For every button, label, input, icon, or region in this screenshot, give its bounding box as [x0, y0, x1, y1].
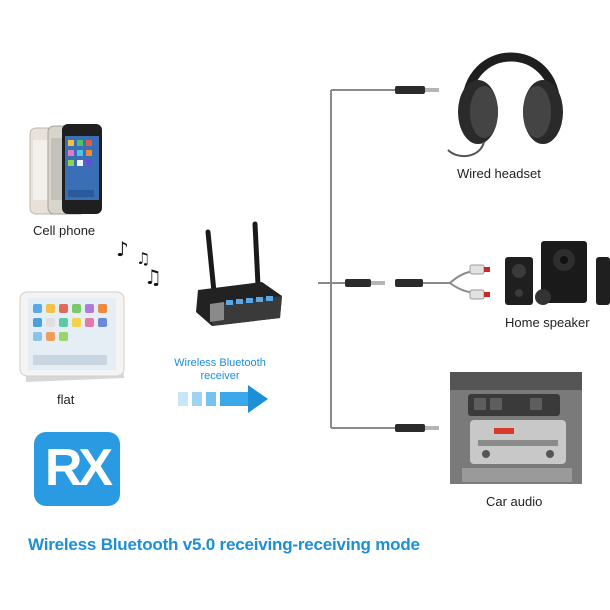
car-audio-icon	[450, 372, 582, 484]
wireless-receiver-label: Wireless Bluetooth receiver	[160, 357, 280, 383]
svg-text:♪: ♪	[116, 237, 129, 261]
music-notes-icon: ♪ ♫ ♫	[116, 237, 162, 289]
rx-badge: RX	[34, 432, 120, 506]
tablet-label: flat	[57, 392, 74, 407]
wireless-arrow-icon	[178, 385, 268, 413]
headset-label: Wired headset	[457, 166, 541, 181]
car-audio-label: Car audio	[486, 494, 542, 509]
rx-badge-text: RX	[34, 438, 120, 498]
cable-tree	[318, 90, 395, 428]
cell-phone-label: Cell phone	[33, 223, 95, 238]
tablet-icon	[20, 292, 124, 382]
headset-plug-icon	[395, 86, 439, 94]
speaker-icon	[505, 241, 610, 305]
wireless-receiver-label-line1: Wireless Bluetooth	[160, 357, 280, 370]
bluetooth-receiver-icon	[196, 224, 282, 326]
speaker-label: Home speaker	[505, 315, 590, 330]
mode-caption: Wireless Bluetooth v5.0 receiving-receiv…	[28, 535, 420, 555]
svg-text:♫: ♫	[144, 265, 162, 289]
headphones-icon	[448, 57, 563, 156]
car-plug-icon	[395, 424, 439, 432]
cell-phone-icon	[30, 124, 102, 214]
speaker-plug-icon	[345, 265, 490, 299]
wireless-receiver-label-line2: receiver	[160, 370, 280, 383]
